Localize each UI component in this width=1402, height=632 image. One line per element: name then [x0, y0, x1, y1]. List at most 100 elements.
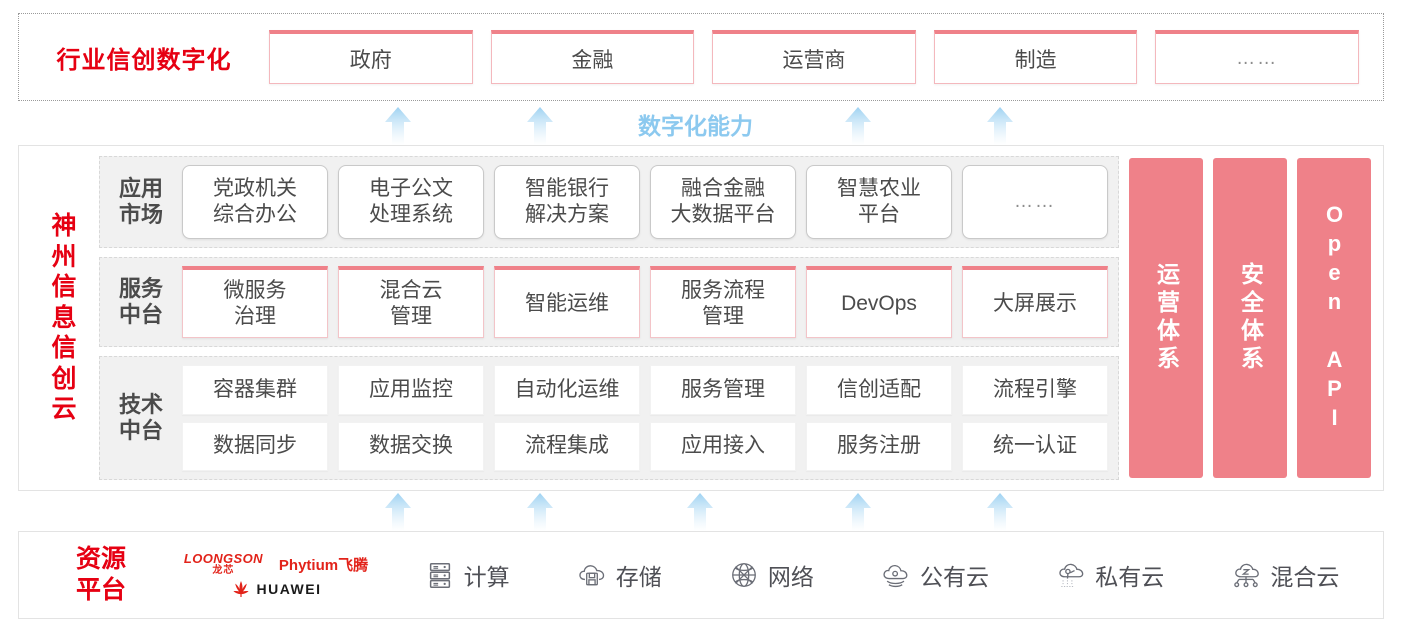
cloud-pillars: 运营体系 安全体系 Open API	[1129, 156, 1371, 480]
resource-item-network[interactable]: 网络	[729, 558, 814, 592]
vendor-logo-row-2: HUAWEI	[231, 580, 322, 598]
vendor-logo-group: LOONGSON 龙芯 Phytium飞腾 HUAWEI	[161, 552, 391, 598]
industry-band: 行业信创数字化 政府 金融 运营商 制造 ……	[18, 13, 1384, 101]
digital-capability-caption: 数字化能力	[638, 113, 753, 139]
network-globe-icon	[731, 563, 756, 587]
industry-card-telecom[interactable]: 运营商	[712, 30, 916, 84]
tech-cell-xinchuang-adapt[interactable]: 信创适配	[806, 365, 952, 415]
cloud-rows: 应用 市场 党政机关综合办公 电子公文处理系统 智能银行解决方案 融合金融大数据…	[99, 156, 1119, 480]
tech-cell-app-access[interactable]: 应用接入	[650, 421, 796, 471]
tech-cell-service-reg[interactable]: 服务注册	[806, 421, 952, 471]
resource-item-label: 私有云	[1095, 564, 1165, 590]
row-label-app-market: 应用 市场	[110, 176, 172, 229]
loongson-logo-en: LOONGSON	[183, 551, 263, 566]
up-arrow-icon	[838, 491, 878, 531]
loongson-logo: LOONGSON 龙芯	[184, 552, 263, 576]
tech-cell-unified-auth[interactable]: 统一认证	[962, 421, 1108, 471]
row-label-service-platform: 服务 中台	[110, 276, 172, 329]
connector-top: 数字化能力	[0, 101, 1402, 145]
tech-cell-container-cluster[interactable]: 容器集群	[182, 365, 328, 415]
svc-cell-devops[interactable]: DevOps	[806, 266, 952, 338]
row-label-tech-platform: 技术 中台	[110, 392, 172, 445]
huawei-logo-text: HUAWEI	[256, 581, 322, 597]
industry-card-manufacturing[interactable]: 制造	[933, 30, 1138, 84]
row-label-line: 服务	[118, 275, 163, 301]
huawei-flower-icon	[232, 581, 249, 597]
cloud-title-char: 息	[51, 303, 77, 332]
pillar-security-system[interactable]: 安全体系	[1213, 158, 1287, 478]
pillar-open-api[interactable]: Open API	[1297, 158, 1371, 478]
app-cell-smart-bank[interactable]: 智能银行解决方案	[494, 165, 640, 239]
app-market-cells: 党政机关综合办公 电子公文处理系统 智能银行解决方案 融合金融大数据平台 智慧农…	[182, 165, 1108, 239]
resource-item-public-cloud[interactable]: 公有云	[881, 558, 989, 592]
app-cell-edoc-system[interactable]: 电子公文处理系统	[338, 165, 484, 239]
row-service-platform: 服务 中台 微服务治理 混合云管理 智能运维 服务流程管理 DevOps 大屏展…	[99, 257, 1119, 347]
pillar-label: 运营体系	[1153, 262, 1180, 374]
pillar-operations-system[interactable]: 运营体系	[1129, 158, 1203, 478]
row-app-market: 应用 市场 党政机关综合办公 电子公文处理系统 智能银行解决方案 融合金融大数据…	[99, 156, 1119, 248]
loongson-logo-cn: 龙芯	[212, 565, 235, 576]
huawei-logo: HUAWEI	[231, 580, 322, 598]
cloud-platform-title: 神 州 信 息 信 创 云	[33, 146, 95, 490]
resource-item-hybrid-cloud[interactable]: 混合云	[1231, 558, 1339, 592]
industry-card-finance[interactable]: 金融	[490, 30, 695, 84]
row-label-line: 中台	[118, 302, 163, 327]
tech-cells-row-1: 容器集群 应用监控 自动化运维 服务管理 信创适配 流程引擎	[182, 365, 1108, 415]
app-cell-smart-agri[interactable]: 智慧农业平台	[806, 165, 952, 239]
resource-item-private-cloud[interactable]: 私有云	[1056, 558, 1164, 592]
resource-title-line: 资源	[75, 544, 126, 573]
industry-card-government[interactable]: 政府	[269, 30, 473, 84]
svc-cell-microservice-gov[interactable]: 微服务治理	[182, 266, 328, 338]
svc-cell-process-mgmt[interactable]: 服务流程管理	[650, 266, 796, 338]
public-cloud-icon	[883, 564, 908, 588]
row-label-line: 市场	[118, 202, 163, 227]
cloud-storage-icon	[579, 565, 604, 586]
cloud-title-char: 信	[51, 334, 77, 363]
tech-cell-data-exchange[interactable]: 数据交换	[338, 421, 484, 471]
up-arrow-icon	[520, 491, 560, 531]
tech-cell-service-mgmt[interactable]: 服务管理	[650, 365, 796, 415]
svc-cell-aiops[interactable]: 智能运维	[494, 266, 640, 338]
cloud-platform-panel: 神 州 信 息 信 创 云 应用 市场 党政机关综合办公 电子公文处理系统	[18, 145, 1384, 491]
cloud-title-char: 云	[51, 395, 77, 424]
row-label-line: 应用	[118, 175, 163, 201]
resource-item-label: 存储	[615, 564, 662, 590]
row-tech-platform: 技术 中台 容器集群 应用监控 自动化运维 服务管理 信创适配 流程引擎	[99, 356, 1119, 480]
up-arrow-icon	[680, 491, 720, 531]
resource-platform-band: 资源 平台 LOONGSON 龙芯 Phytium飞腾 HUAWEI	[18, 531, 1384, 619]
row-label-line: 技术	[118, 391, 163, 417]
tech-cells-row-2: 数据同步 数据交换 流程集成 应用接入 服务注册 统一认证	[182, 421, 1108, 471]
cloud-title-char: 信	[51, 273, 77, 302]
resource-item-label: 计算	[463, 564, 510, 590]
up-arrow-icon	[378, 491, 418, 531]
app-cell-fin-bigdata[interactable]: 融合金融大数据平台	[650, 165, 796, 239]
private-cloud-icon	[1059, 563, 1084, 587]
app-cell-more[interactable]: ……	[962, 165, 1108, 239]
resource-platform-title: 资源 平台	[41, 544, 161, 607]
industry-band-title: 行业信创数字化	[56, 46, 232, 74]
up-arrow-icon	[838, 105, 878, 145]
up-arrow-icon	[980, 491, 1020, 531]
tech-cell-process-engine[interactable]: 流程引擎	[962, 365, 1108, 415]
pillar-label: Open API	[1322, 202, 1347, 434]
tech-cell-app-monitoring[interactable]: 应用监控	[338, 365, 484, 415]
svc-cell-hybrid-cloud-mgmt[interactable]: 混合云管理	[338, 266, 484, 338]
up-arrow-icon	[980, 105, 1020, 145]
resource-item-label: 公有云	[920, 564, 990, 590]
vendor-logo-row-1: LOONGSON 龙芯 Phytium飞腾	[184, 552, 368, 576]
cloud-title-char: 神	[51, 212, 77, 241]
resource-item-list: 计算 存储	[391, 558, 1383, 592]
resource-item-label: 网络	[767, 564, 814, 590]
tech-cell-data-sync[interactable]: 数据同步	[182, 421, 328, 471]
resource-item-storage[interactable]: 存储	[577, 558, 662, 592]
resource-title-line: 平台	[75, 576, 126, 604]
resource-item-compute[interactable]: 计算	[425, 558, 510, 592]
tech-cell-process-integ[interactable]: 流程集成	[494, 421, 640, 471]
up-arrow-icon	[520, 105, 560, 145]
svc-cell-dashboard[interactable]: 大屏展示	[962, 266, 1108, 338]
industry-card-more[interactable]: ……	[1155, 30, 1359, 84]
tech-cell-automation-ops[interactable]: 自动化运维	[494, 365, 640, 415]
app-cell-gov-office[interactable]: 党政机关综合办公	[182, 165, 328, 239]
server-rack-icon	[429, 563, 450, 588]
